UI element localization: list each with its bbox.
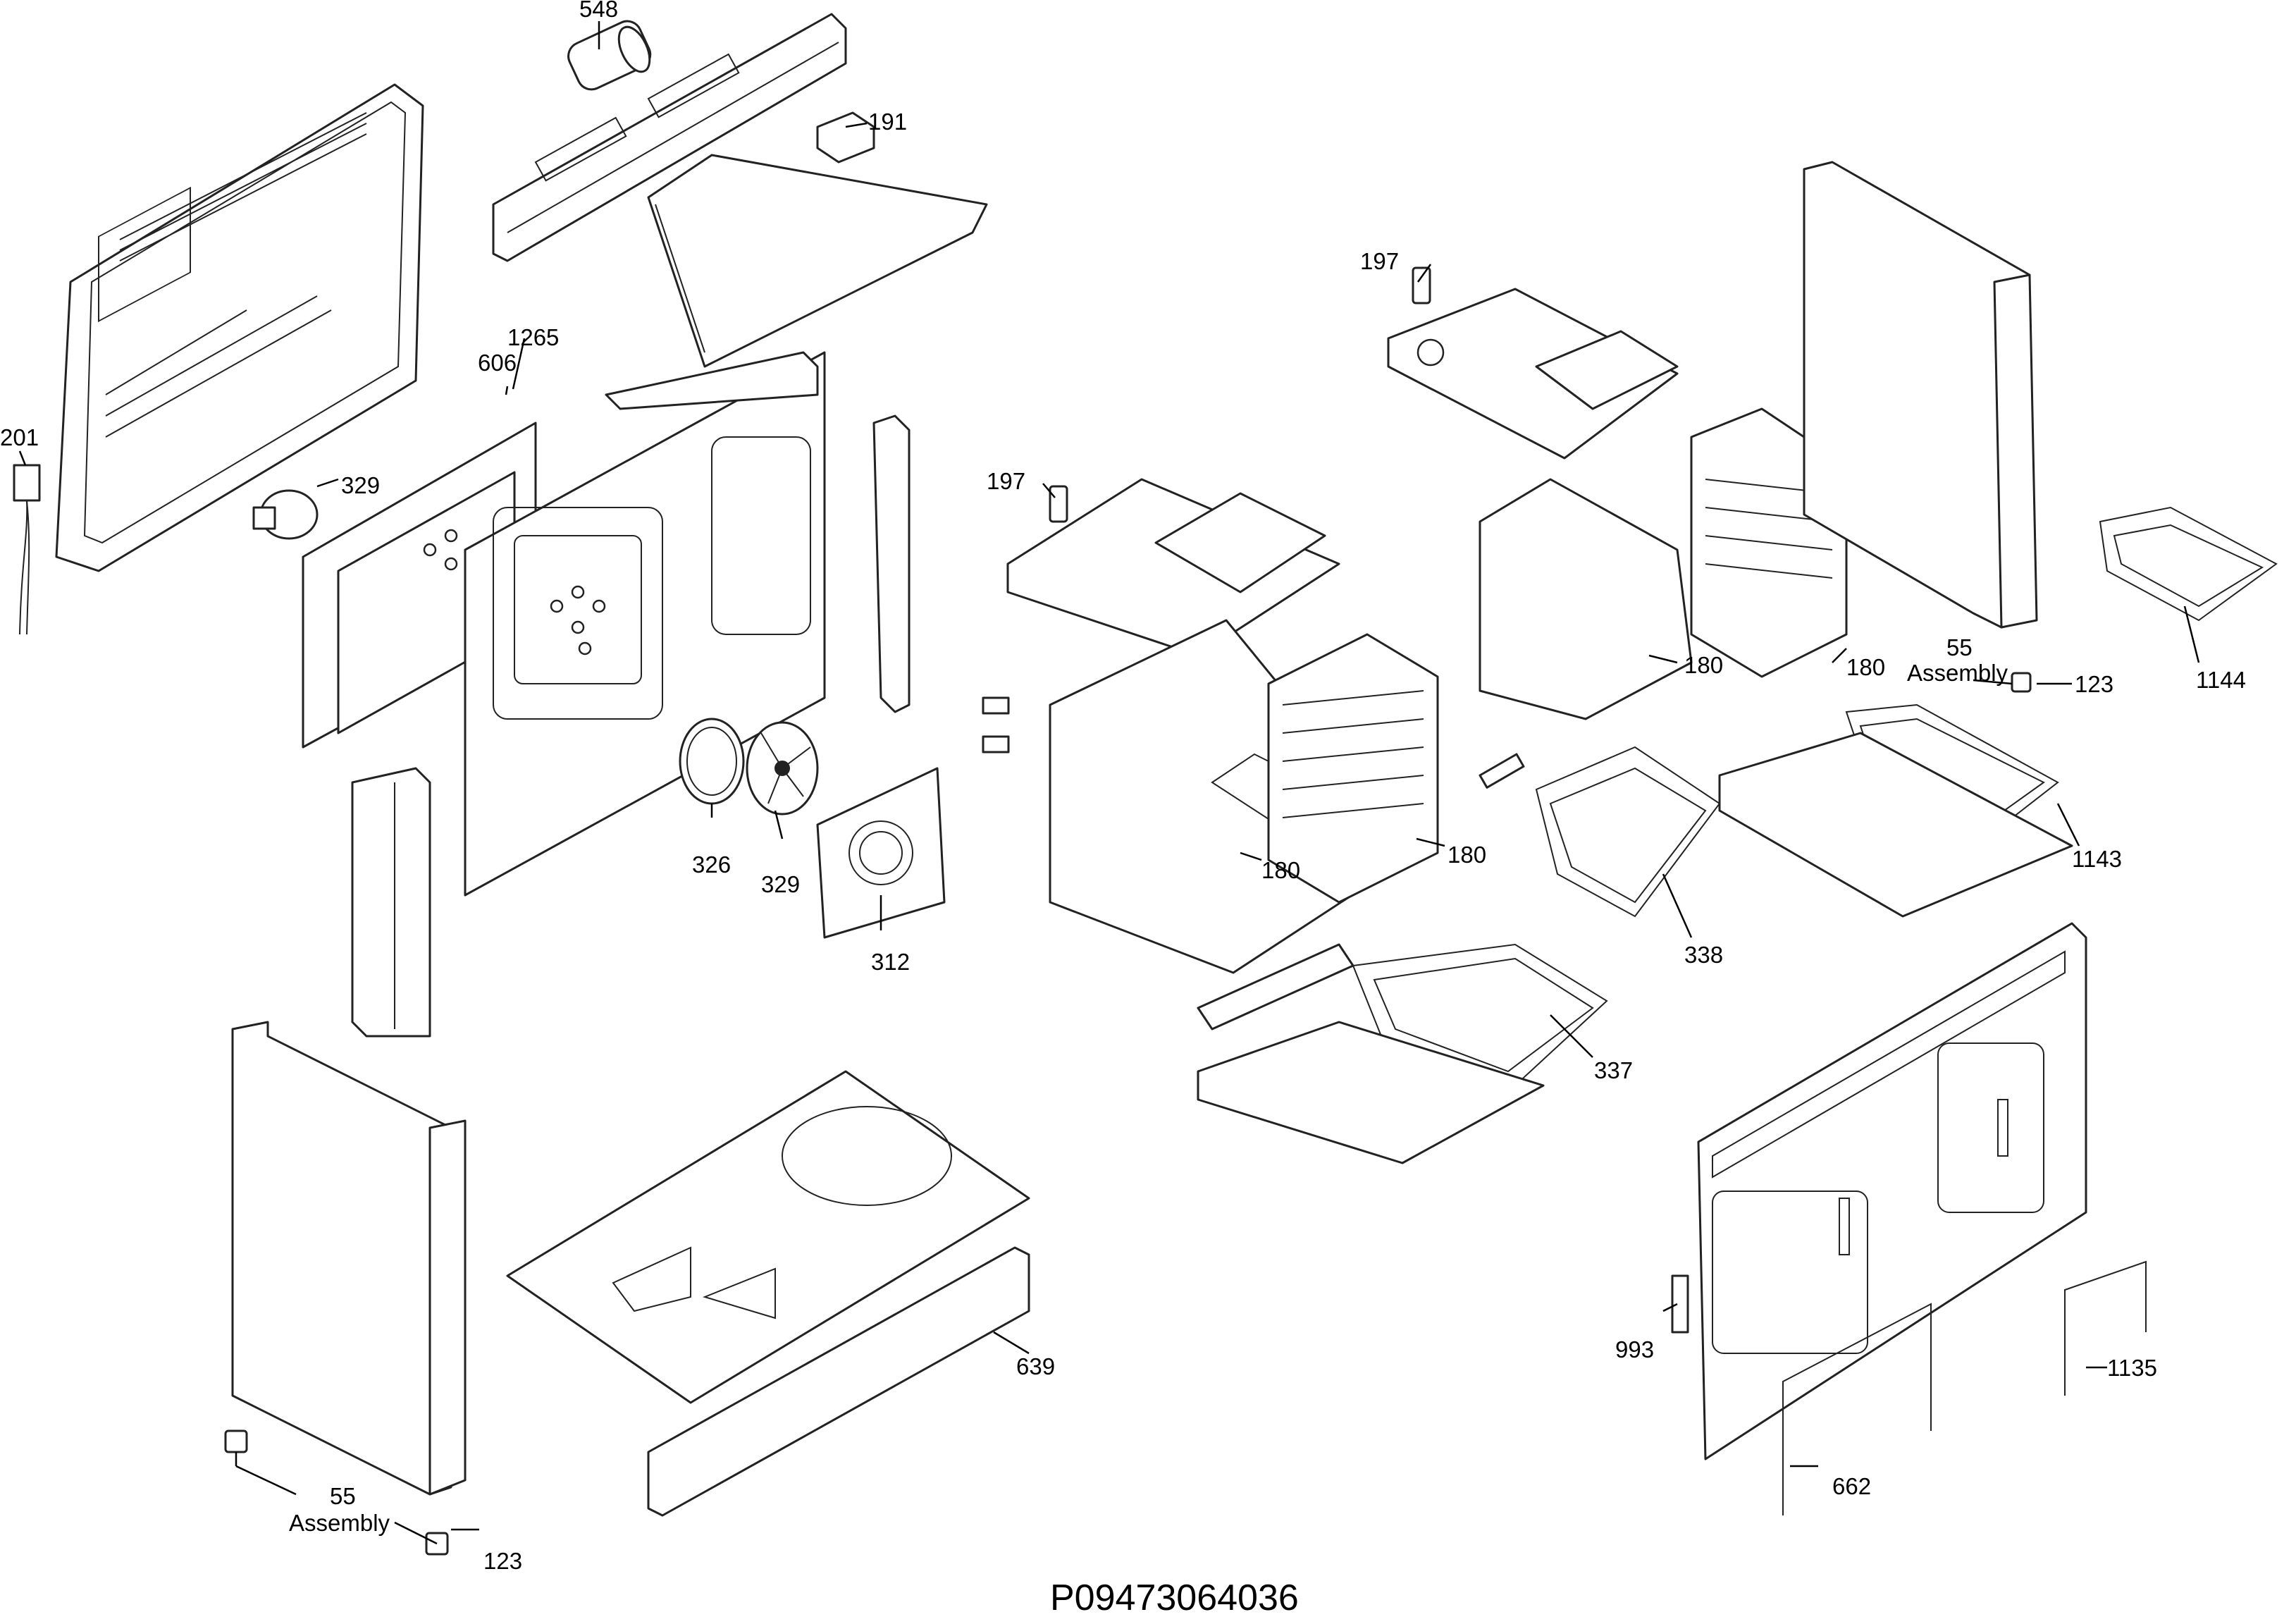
callout-312: 312	[871, 949, 910, 975]
grill-element-center	[1535, 746, 1721, 918]
side-bracket-right	[872, 414, 911, 713]
callout-1135: 1135	[2107, 1355, 2157, 1381]
front-door-frame	[1697, 922, 2087, 1460]
callout-197-right: 197	[1360, 248, 1399, 274]
callout-180-right-b: 180	[1846, 654, 1885, 680]
callout-191: 191	[868, 109, 907, 135]
lower-grill-element	[1197, 943, 1608, 1087]
thermostat-probe-center	[1049, 485, 1068, 523]
drawing-code: P09473064036	[1050, 1577, 1299, 1618]
callout-993: 993	[1615, 1336, 1654, 1362]
leader-lines	[18, 21, 2200, 1531]
top-insulation-center	[1006, 478, 1340, 657]
clip-pair-center	[982, 696, 1010, 753]
drip-tray-lower	[1197, 1021, 1545, 1164]
callout-labels: 548 191 201 1265 606 329 197 197 180 180…	[0, 0, 2246, 1618]
fan-blade	[746, 721, 819, 816]
oven-cavity-upper	[1479, 478, 1693, 720]
callout-606: 606	[478, 350, 517, 376]
top-cover	[647, 154, 988, 368]
top-insulation-right	[1387, 288, 1679, 460]
callout-662: 662	[1832, 1473, 1871, 1499]
callout-197-center: 197	[987, 468, 1025, 494]
callout-55-right: 55	[1946, 634, 1973, 660]
callout-201: 201	[0, 424, 39, 450]
side-panel-left	[231, 1021, 467, 1496]
callout-1144: 1144	[2196, 667, 2246, 693]
rear-fan	[252, 489, 319, 540]
callout-329-bottom: 329	[761, 871, 800, 897]
callout-55-left: 55	[330, 1483, 356, 1509]
back-panel	[55, 83, 424, 572]
callout-329-top: 329	[341, 472, 380, 498]
wire-bracket-1135	[2064, 1260, 2147, 1396]
side-panel-right	[1803, 161, 2038, 629]
foot-left-top	[224, 1429, 248, 1453]
drip-tray-right	[1718, 732, 2073, 918]
door-handle	[1671, 1274, 1689, 1334]
bottom-plate	[506, 1070, 1030, 1404]
side-bracket-left	[351, 767, 431, 1038]
callout-1265: 1265	[507, 324, 559, 350]
callout-55-right-sub: Assembly	[1907, 660, 2008, 686]
rail-center	[1479, 753, 1525, 789]
power-cord	[13, 464, 41, 635]
callout-326: 326	[692, 851, 731, 878]
fan-guard	[679, 718, 745, 805]
callout-338: 338	[1684, 942, 1723, 968]
callout-55-left-sub: Assembly	[289, 1510, 390, 1536]
rear-element-center	[1267, 633, 1439, 904]
oven-back-frame	[464, 351, 826, 897]
kick-plate	[647, 1246, 1030, 1517]
fan-motor	[567, 20, 652, 91]
callout-337: 337	[1594, 1057, 1633, 1083]
callout-123-left: 123	[483, 1548, 522, 1574]
foot-right	[2011, 672, 2032, 693]
fan-cover	[816, 767, 946, 939]
callout-1143: 1143	[2072, 846, 2122, 872]
callout-180-center-a: 180	[1261, 857, 1300, 883]
wire-bracket-662	[1782, 1303, 1932, 1515]
top-rail	[492, 13, 847, 262]
grill-element-1144	[2099, 506, 2278, 622]
callout-123-right: 123	[2075, 671, 2113, 697]
callout-639: 639	[1016, 1353, 1055, 1379]
callout-180-center-b: 180	[1448, 842, 1486, 868]
thermostat-probe-right	[1412, 266, 1431, 304]
callout-180-right-a: 180	[1684, 652, 1723, 678]
callout-548: 548	[579, 0, 618, 22]
switch-block	[816, 111, 875, 164]
